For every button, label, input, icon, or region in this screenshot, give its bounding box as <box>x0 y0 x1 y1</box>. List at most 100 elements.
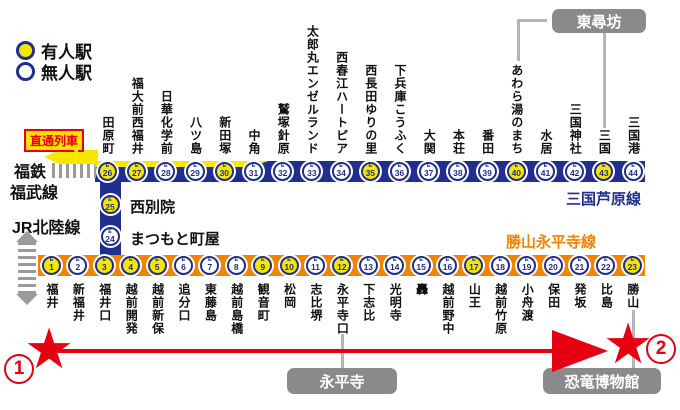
station-code: E <box>108 196 112 203</box>
station-name-text: 新福井 <box>71 283 86 322</box>
station-code: E <box>392 257 397 264</box>
route-arrowhead-icon <box>552 330 608 372</box>
station-name-e25: 西別院 <box>130 199 176 216</box>
station-code: E <box>251 163 256 170</box>
station-name-text: 太郎丸エンゼルランド <box>305 25 320 155</box>
station-code: E <box>426 163 431 170</box>
station-number: 35 <box>365 168 376 179</box>
station-number: 10 <box>284 262 294 273</box>
station-name-text: 越前島橋 <box>229 283 244 335</box>
station-name-text: 下志比 <box>361 283 376 322</box>
station-number: 32 <box>277 168 288 179</box>
station-number: 9 <box>260 262 266 273</box>
station-name-text: 越前野中 <box>441 283 455 335</box>
station-name-e36: 下兵庫こうふく <box>390 0 410 158</box>
station-name-e11: 志比堺 <box>306 281 326 359</box>
station-code: E <box>602 163 606 170</box>
station-name-e13: 下志比 <box>359 281 379 359</box>
station-name-text: 山王 <box>467 283 482 309</box>
station-number: 41 <box>540 168 551 179</box>
station-name-e21: 発坂 <box>570 281 590 359</box>
station-code: E <box>630 257 635 264</box>
station-number: 8 <box>233 262 239 273</box>
station-name-e35: 西長田ゆりの里 <box>361 0 381 158</box>
station-number: 2 <box>75 262 81 273</box>
station-name-text: 福井口 <box>97 283 112 322</box>
station-number: 14 <box>389 262 400 273</box>
station-name-text: あわら湯のまち <box>509 64 524 155</box>
tojinbo-landmark-box: 東尋坊 <box>552 9 646 33</box>
station-code: E <box>181 257 186 264</box>
tojinbo-connector-awara <box>517 19 520 61</box>
station-name-text: 越前開発 <box>124 283 139 335</box>
station-name-text: 越前新保 <box>150 283 165 335</box>
station-number: 1 <box>49 262 54 273</box>
station-name-text: 松岡 <box>282 283 297 309</box>
station-name-e6: 追分口 <box>174 281 194 359</box>
station-code: E <box>445 257 450 264</box>
station-number: 25 <box>105 201 115 212</box>
station-name-e12: 永平寺口 <box>332 281 352 359</box>
station-code: E <box>485 163 489 170</box>
fukubu-line-track-icon <box>52 163 96 178</box>
station-name-e41: 水居 <box>536 0 556 158</box>
tojinbo-connector-mikuni <box>603 32 606 128</box>
station-name-e3: 福井口 <box>95 281 115 359</box>
station-code: E <box>193 163 197 170</box>
station-number: 6 <box>181 262 186 273</box>
station-code: E <box>128 257 133 264</box>
station-code: E <box>105 163 110 170</box>
through-service-stripe <box>95 161 268 167</box>
station-name-text: 西長田ゆりの里 <box>363 64 378 155</box>
station-name-e44: 三国港 <box>624 0 644 158</box>
station-number: 24 <box>105 233 115 244</box>
station-name-e28: 日華化学前 <box>156 0 176 158</box>
mikuni-awara-line-label: 三国芦原線 <box>566 191 642 208</box>
station-name-e8: 越前島橋 <box>227 281 247 359</box>
station-code: E <box>76 257 80 264</box>
station-name-e15: 轟 <box>412 281 432 359</box>
station-name-e42: 三国神社 <box>565 0 585 158</box>
station-number: 5 <box>154 262 160 273</box>
station-number: 23 <box>627 262 638 273</box>
station-code: E <box>287 257 291 264</box>
marker-1-badge: 1 <box>4 354 34 384</box>
station-name-text: 保田 <box>546 283 561 309</box>
station-name-text: 田原町 <box>101 116 115 155</box>
station-number: 27 <box>131 168 142 179</box>
station-name-text: 三国 <box>597 129 612 155</box>
station-code: E <box>222 163 227 170</box>
station-name-e23: 勝山 <box>623 281 643 359</box>
station-name-text: 三国神社 <box>568 103 583 155</box>
station-code: E <box>339 163 343 170</box>
station-name-e16: 越前野中 <box>438 281 458 359</box>
station-code: E <box>368 163 373 170</box>
station-number: 20 <box>548 262 558 273</box>
station-name-text: 本荘 <box>451 129 466 155</box>
fukubu-line-label: 福武線 <box>10 185 59 202</box>
station-code: E <box>134 163 139 170</box>
dino-museum-connector <box>632 310 635 370</box>
legend-staffed: 有人駅 <box>16 38 92 63</box>
station-number: 19 <box>521 262 532 273</box>
through-train-label-tail <box>66 148 78 156</box>
end-star-icon: ★ <box>603 312 654 377</box>
